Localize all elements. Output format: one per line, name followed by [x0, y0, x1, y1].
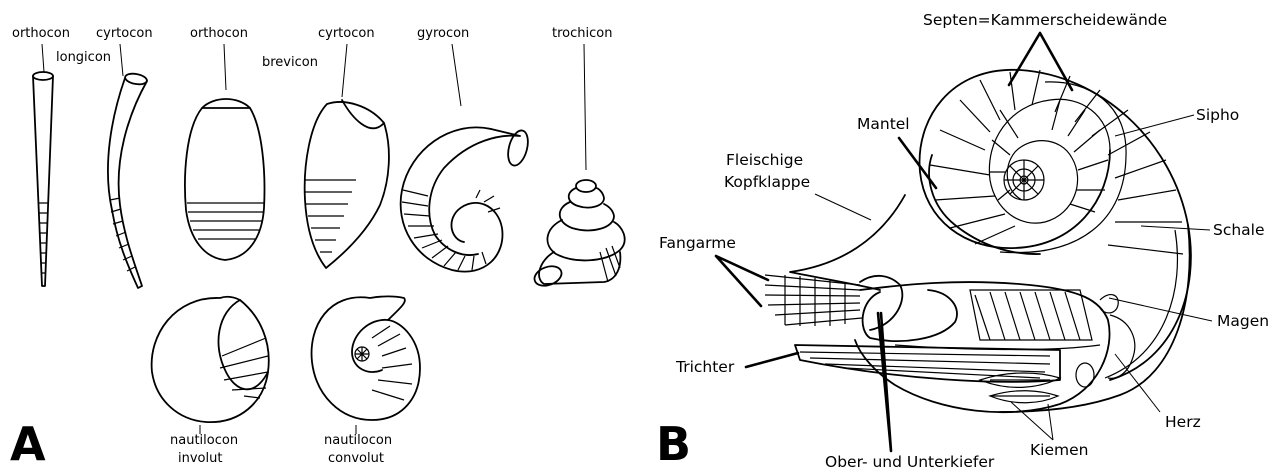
label-kiefer: Ober- und Unterkiefer: [825, 453, 995, 468]
nautilocon-involut-shell: [152, 297, 269, 422]
label-longicon: longicon: [56, 50, 111, 65]
label-kopfklappe: Kopfklappe: [724, 173, 810, 191]
label-convolut: convolut: [328, 451, 384, 466]
label-magen: Magen: [1217, 312, 1269, 330]
label-trochicon: trochicon: [552, 26, 612, 41]
panel-letter-b: B: [656, 417, 691, 468]
orthocon-longicon-shell: [33, 72, 53, 286]
label-cyrtocon-brevicon: cyrtocon: [318, 26, 375, 41]
label-fleischige: Fleischige: [726, 151, 803, 169]
label-kiemen: Kiemen: [1030, 441, 1088, 459]
panel-b: Septen=Kammerscheidewände Sipho Mantel F…: [656, 11, 1269, 468]
cyrtocon-longicon-shell: [108, 72, 148, 288]
label-cyrtocon-longicon: cyrtocon: [96, 26, 153, 41]
label-orthocon-longicon: orthocon: [12, 26, 70, 41]
label-involut: involut: [178, 451, 222, 466]
label-nautilocon-convolut: nautilocon: [324, 433, 392, 448]
label-sipho: Sipho: [1196, 106, 1239, 124]
gyrocon-shell: [401, 127, 532, 271]
label-nautilocon-involut: nautilocon: [170, 433, 238, 448]
panel-a: orthocon cyrtocon longicon orthocon brev…: [10, 26, 625, 468]
label-schale: Schale: [1213, 221, 1265, 239]
cyrtocon-brevicon-shell: [305, 100, 389, 268]
label-mantel: Mantel: [857, 115, 910, 133]
label-trichter: Trichter: [675, 358, 735, 376]
label-brevicon: brevicon: [262, 55, 318, 70]
label-gyrocon: gyrocon: [417, 26, 469, 41]
label-fangarme: Fangarme: [659, 234, 736, 252]
nautilus-funnel: [795, 345, 1060, 382]
label-orthocon-brevicon: orthocon: [190, 26, 248, 41]
panel-letter-a: A: [10, 417, 46, 468]
nautilus-shell: [920, 70, 1191, 412]
orthocon-brevicon-shell: [185, 99, 265, 260]
label-septen: Septen=Kammerscheidewände: [923, 11, 1167, 29]
trochicon-shell: [532, 180, 625, 289]
nautilocon-convolut-shell: [312, 297, 420, 421]
label-herz: Herz: [1165, 413, 1201, 431]
